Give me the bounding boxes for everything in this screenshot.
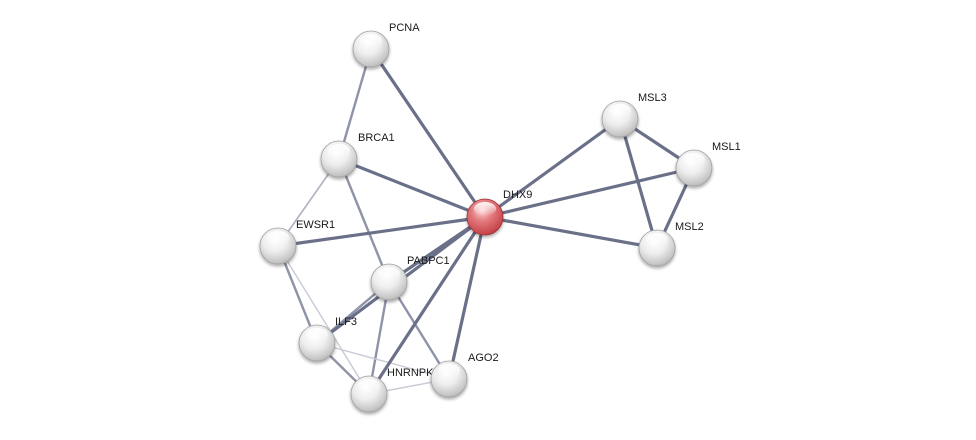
node-highlight-dhx9 — [473, 202, 497, 216]
edge-pabpc1-hnrnpk[interactable] — [367, 280, 391, 396]
edge-brca1-dhx9[interactable] — [337, 157, 487, 219]
node-ago2[interactable]: AGO2 — [430, 352, 499, 398]
edge-ago2-dhx9[interactable] — [447, 215, 487, 381]
node-label-pabpc1: PABPC1 — [407, 255, 450, 267]
node-highlight-ewsr1 — [266, 231, 290, 245]
node-label-msl3: MSL3 — [638, 92, 667, 104]
node-highlight-pabpc1 — [377, 267, 401, 281]
node-highlight-ago2 — [437, 364, 461, 378]
nodes-layer: PCNABRCA1EWSR1PABPC1ILF3HNRNPKAGO2DHX9MS… — [259, 22, 741, 413]
node-pcna[interactable]: PCNA — [352, 22, 420, 68]
node-ilf3[interactable]: ILF3 — [298, 316, 357, 362]
node-ewsr1[interactable]: EWSR1 — [259, 219, 335, 265]
edge-pcna-dhx9[interactable] — [369, 47, 487, 219]
node-highlight-hnrnpk — [357, 379, 381, 393]
node-label-msl1: MSL1 — [712, 141, 741, 153]
edge-hnrnpk-dhx9[interactable] — [367, 215, 487, 396]
edge-msl3-msl2[interactable] — [618, 117, 659, 250]
edge-pabpc1-ago2[interactable] — [387, 280, 451, 381]
node-highlight-ilf3 — [305, 328, 329, 342]
node-highlight-pcna — [359, 34, 383, 48]
edge-pcna-brca1[interactable] — [337, 47, 373, 161]
edge-ewsr1-hnrnpk[interactable] — [277, 245, 370, 395]
node-hnrnpk[interactable]: HNRNPK — [350, 367, 434, 413]
node-label-dhx9: DHX9 — [503, 189, 532, 201]
node-msl2[interactable]: MSL2 — [638, 221, 704, 267]
node-label-ago2: AGO2 — [468, 352, 499, 364]
edge-dhx9-msl3[interactable] — [483, 117, 622, 219]
node-highlight-msl3 — [608, 104, 632, 118]
node-label-hnrnpk: HNRNPK — [387, 367, 434, 379]
edge-dhx9-msl2[interactable] — [483, 215, 659, 250]
node-msl3[interactable]: MSL3 — [601, 92, 667, 138]
node-label-ewsr1: EWSR1 — [296, 219, 335, 231]
node-msl1[interactable]: MSL1 — [675, 141, 741, 187]
node-highlight-msl1 — [682, 153, 706, 167]
node-label-pcna: PCNA — [389, 22, 420, 34]
node-label-msl2: MSL2 — [675, 221, 704, 233]
node-highlight-brca1 — [327, 144, 351, 158]
node-highlight-msl2 — [645, 233, 669, 247]
node-label-ilf3: ILF3 — [335, 316, 357, 328]
edge-brca1-pabpc1[interactable] — [337, 157, 391, 284]
edge-ewsr1-dhx9[interactable] — [276, 215, 487, 248]
node-dhx9[interactable]: DHX9 — [466, 189, 532, 236]
edge-dhx9-msl1[interactable] — [483, 166, 696, 219]
edge-ilf3-ago2[interactable] — [316, 342, 450, 380]
node-label-brca1: BRCA1 — [358, 132, 395, 144]
node-pabpc1[interactable]: PABPC1 — [370, 255, 450, 301]
node-brca1[interactable]: BRCA1 — [320, 132, 395, 178]
